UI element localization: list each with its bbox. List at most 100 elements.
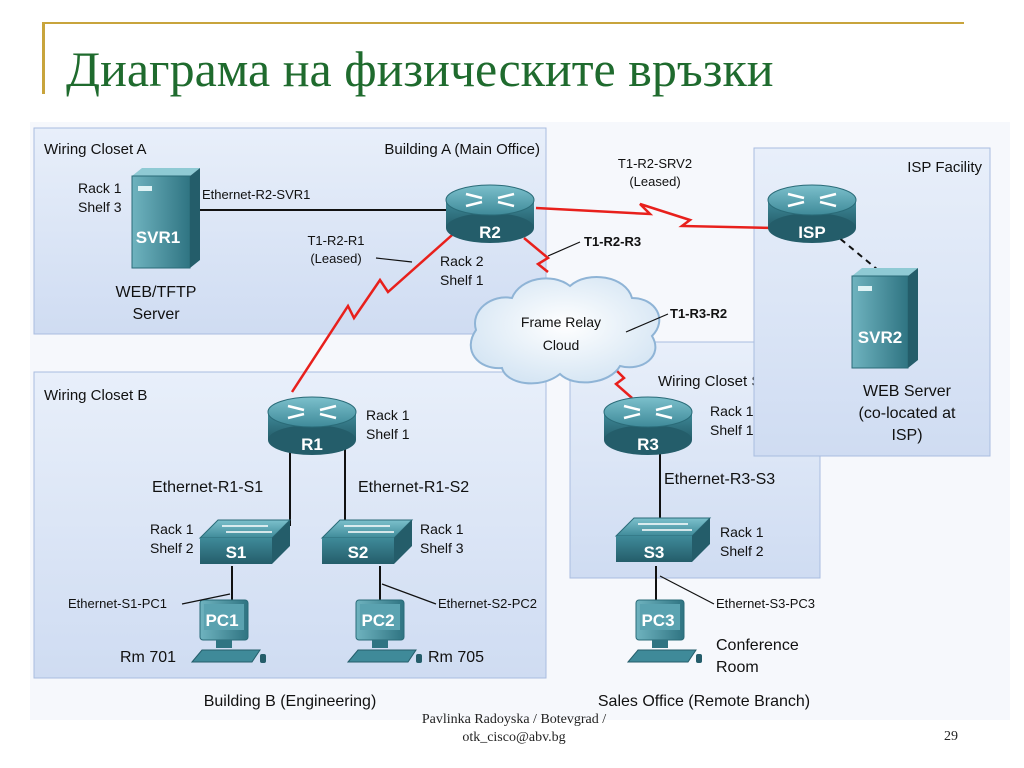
label-eth-s1-pc1: Ethernet-S1-PC1 [68, 596, 167, 611]
label-sales-office: Sales Office (Remote Branch) [598, 693, 810, 710]
zone-sales-office: Wiring Closet S [569, 341, 821, 579]
pc2-room: Rm 705 [428, 649, 484, 666]
label-t1-r2-srv2-line1: T1-R2-SRV2 [618, 156, 692, 171]
router-base [446, 213, 534, 243]
pc-pc2 [346, 599, 422, 663]
pc-screen [640, 604, 680, 630]
server-side [908, 268, 918, 368]
switch-side [692, 518, 710, 562]
s1-rack: Rack 1 [150, 521, 194, 537]
pc-mouse [696, 654, 702, 663]
label-wiring-closet-a: Wiring Closet A [44, 141, 147, 158]
pc-keyboard [346, 649, 417, 663]
server-side [190, 168, 200, 268]
router-arrow [319, 412, 337, 420]
switch-side [394, 520, 412, 564]
router-base [268, 425, 356, 455]
switch-s2 [320, 519, 414, 564]
s3-shelf: Shelf 2 [720, 543, 764, 559]
server-drive [138, 186, 152, 191]
router-base [768, 213, 856, 243]
pc-stand [652, 640, 668, 648]
pc-keyboard [190, 649, 261, 663]
svr1-rack: Rack 1 [78, 180, 122, 196]
pc-mouse [416, 654, 422, 663]
pc3-label: PC3 [641, 611, 674, 630]
footer-line2: otk_cisco@abv.bg [462, 730, 566, 745]
router-top [603, 396, 693, 428]
pc-pc3 [626, 599, 702, 663]
label-t1-r3-r2: T1-R3-R2 [670, 306, 727, 321]
pc-keyboard [626, 649, 697, 663]
isp-label: ISP [798, 223, 825, 242]
switch-s1 [198, 519, 292, 564]
r1-label: R1 [301, 435, 323, 454]
svr1-desc-line1: WEB/TFTP [116, 284, 197, 301]
switch-front [322, 538, 394, 564]
device-name-labels: R2 R1 R3 ISP S1 S2 S3 SVR1 SVR2 PC1 PC2 … [136, 223, 902, 630]
svr1-desc-line2: Server [132, 306, 180, 323]
label-isp-facility: ISP Facility [907, 159, 982, 176]
pc-stand [216, 640, 232, 648]
server-drive [858, 286, 872, 291]
pc-pc1 [190, 599, 266, 663]
s2-shelf: Shelf 3 [420, 540, 464, 556]
s3-rack: Rack 1 [720, 524, 764, 540]
router-top [445, 184, 535, 216]
router-base [604, 425, 692, 455]
pc1-label: PC1 [205, 611, 238, 630]
link-leader-lines [181, 241, 715, 605]
cloud-label-line2: Cloud [543, 337, 580, 353]
svr1-shelf: Shelf 3 [78, 199, 122, 215]
s1-label: S1 [226, 543, 247, 562]
pc-stand [372, 640, 388, 648]
svr2-desc-line3: ISP) [891, 427, 922, 444]
footer-credit: Pavlinka Radoyska / Botevgrad / otk_cisc… [396, 711, 632, 747]
bottom-building-labels: Building B (Engineering) Sales Office (R… [204, 693, 810, 710]
router-arrow [623, 404, 641, 412]
label-t1-r2-r3: T1-R2-R3 [584, 234, 641, 249]
label-eth-r1-s2: Ethernet-R1-S2 [358, 479, 469, 496]
pc3-room-line2: Room [716, 659, 759, 676]
r2-shelf: Shelf 1 [440, 272, 484, 288]
r3-shelf: Shelf 1 [710, 422, 754, 438]
s2-rack: Rack 1 [420, 521, 464, 537]
router-top [267, 396, 357, 428]
pc3-room-line1: Conference [716, 637, 799, 654]
r2-rack: Rack 2 [440, 253, 484, 269]
r3-label: R3 [637, 435, 659, 454]
label-eth-s3-pc3: Ethernet-S3-PC3 [716, 596, 815, 611]
pc-mouse [260, 654, 266, 663]
link-r2-r1-serial [290, 227, 461, 393]
router-arrow [497, 192, 515, 200]
frame-relay-cloud: Frame Relay Cloud [469, 275, 661, 385]
svr2-desc-line1: WEB Server [863, 383, 952, 400]
pc-screen [360, 604, 400, 630]
label-eth-r2-svr1: Ethernet-R2-SVR1 [202, 187, 310, 202]
label-building-a: Building A (Main Office) [384, 141, 540, 158]
pc2-label: PC2 [361, 611, 394, 630]
switch-side [272, 520, 290, 564]
router-arrow [319, 404, 337, 412]
page-number: 29 [944, 729, 958, 744]
router-isp [767, 184, 857, 243]
r2-label: R2 [479, 223, 501, 242]
router-arrow [787, 192, 805, 200]
label-eth-s2-pc2: Ethernet-S2-PC2 [438, 596, 537, 611]
switch-front [616, 536, 692, 562]
label-t1-r2-r1-line2: (Leased) [310, 251, 361, 266]
svr2-label: SVR2 [858, 328, 902, 347]
svr2-desc-line2: (co-located at [859, 405, 956, 422]
s2-label: S2 [348, 543, 369, 562]
label-wiring-closet-s: Wiring Closet S [658, 373, 761, 390]
page-title: Диаграма на физическите връзки [66, 41, 774, 97]
label-building-b: Building B (Engineering) [204, 693, 377, 710]
r1-shelf: Shelf 1 [366, 426, 410, 442]
server-front [131, 175, 191, 269]
label-wiring-closet-b: Wiring Closet B [44, 387, 147, 404]
router-arrow [655, 412, 673, 420]
server-top [132, 168, 200, 176]
router-arrow [465, 200, 483, 208]
link-r2-cloud-serial [523, 237, 551, 273]
label-eth-r3-s3: Ethernet-R3-S3 [664, 471, 775, 488]
